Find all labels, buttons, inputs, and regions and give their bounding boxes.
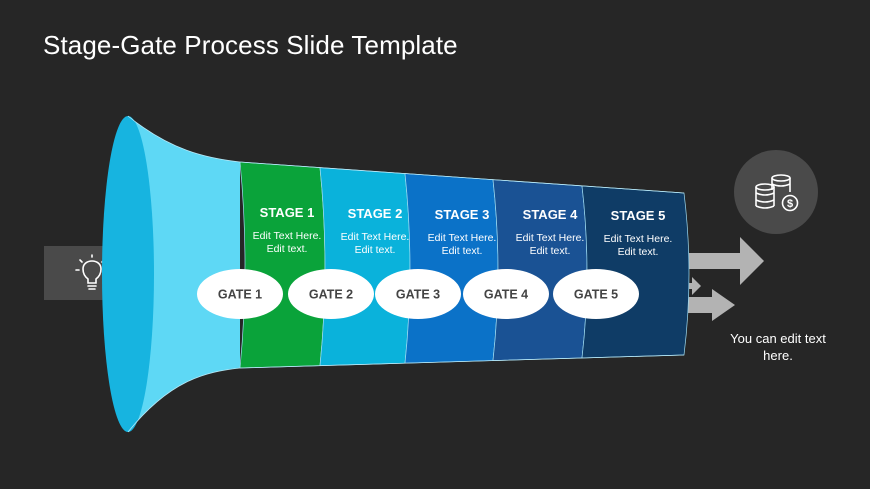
stage-1: STAGE 1 Edit Text Here.Edit text. (253, 205, 322, 255)
stage-2-line2: Edit text. (355, 244, 396, 256)
stage-band-1 (239, 161, 326, 369)
stage-5-title: STAGE 5 (611, 208, 666, 223)
stage-3-line1: Edit Text Here. (428, 232, 497, 244)
output-caption: You can edit text here. (730, 331, 826, 363)
gate-2: GATE 2 (288, 269, 374, 319)
stage-1-line1: Edit Text Here. (253, 230, 322, 242)
stage-1-title: STAGE 1 (260, 205, 315, 220)
gate-5-oval (553, 269, 639, 319)
funnel (128, 116, 690, 432)
gate-1-oval (197, 269, 283, 319)
gate-2-label: GATE 2 (309, 288, 353, 302)
gate-5-label: GATE 5 (574, 288, 618, 302)
gate-3-oval (375, 269, 461, 319)
gate-4: GATE 4 (463, 269, 549, 319)
stage-2-line1: Edit Text Here. (341, 231, 410, 243)
gate-1: GATE 1 (197, 269, 283, 319)
gate-4-oval (463, 269, 549, 319)
funnel-rim (102, 116, 154, 432)
gate-3-label: GATE 3 (396, 288, 440, 302)
stage-band-2 (319, 167, 411, 367)
gate-3: GATE 3 (375, 269, 461, 319)
stage-5-line1: Edit Text Here. (604, 233, 673, 245)
stage-4-title: STAGE 4 (523, 207, 578, 222)
gate-1-label: GATE 1 (218, 288, 262, 302)
stage-2: STAGE 2 Edit Text Here.Edit text. (341, 206, 410, 256)
stage-4-line1: Edit Text Here. (516, 232, 585, 244)
svg-text:$: $ (787, 198, 793, 210)
stage-5: STAGE 5 Edit Text Here.Edit text. (604, 208, 673, 258)
stage-3-line2: Edit text. (442, 245, 483, 257)
stage-3: STAGE 3 Edit Text Here.Edit text. (428, 207, 497, 257)
gates: GATE 1 GATE 2 GATE 3 GATE 4 GATE 5 (197, 269, 639, 319)
funnel-outline (127, 115, 685, 433)
gate-5: GATE 5 (553, 269, 639, 319)
stage-3-title: STAGE 3 (435, 207, 490, 222)
stage-band-3 (404, 173, 499, 364)
stage-4: STAGE 4 Edit Text Here.Edit text. (516, 207, 585, 257)
coins-dollar-icon: $ (734, 150, 818, 234)
gate-2-oval (288, 269, 374, 319)
output-arrows (685, 237, 764, 321)
slide-title: Stage-Gate Process Slide Template (43, 30, 458, 60)
stage-2-title: STAGE 2 (348, 206, 403, 221)
stage-4-line2: Edit text. (530, 245, 571, 257)
stage-1-line2: Edit text. (267, 243, 308, 255)
gate-4-label: GATE 4 (484, 288, 528, 302)
stage-5-line2: Edit text. (618, 246, 659, 258)
funnel-mouth (128, 116, 240, 432)
